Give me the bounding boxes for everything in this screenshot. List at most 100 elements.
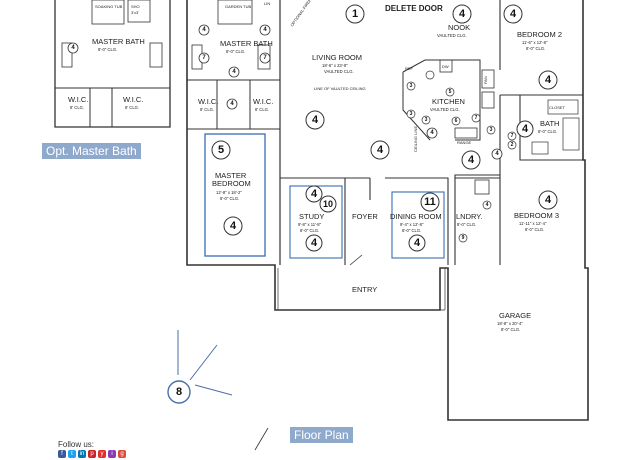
small-marker[interactable]: 4: [491, 148, 503, 160]
house-outline: [186, 0, 589, 421]
delete-door-label: DELETE DOOR: [385, 4, 443, 13]
living-room-label: LIVING ROOM: [312, 53, 362, 62]
small-marker[interactable]: 4: [226, 98, 238, 110]
dishwasher: [439, 59, 453, 73]
marker[interactable]: 4: [223, 216, 243, 236]
east-bedroom-walls: [454, 0, 583, 265]
googleplus-icon[interactable]: g: [118, 450, 126, 458]
small-marker[interactable]: 7: [198, 52, 210, 64]
ceiling-line-label: CEILING LINE: [413, 126, 418, 152]
pantry: [481, 69, 495, 89]
laundry-label: LNDRY.: [456, 212, 482, 221]
marker[interactable]: 4: [305, 234, 323, 252]
small-marker[interactable]: 3: [406, 109, 416, 119]
marker[interactable]: 4: [461, 150, 481, 170]
facebook-icon[interactable]: f: [58, 450, 66, 458]
svg-text:4: 4: [430, 130, 434, 136]
small-marker[interactable]: 3: [421, 115, 431, 125]
svg-text:3: 3: [490, 127, 493, 133]
marker[interactable]: 4: [408, 234, 426, 252]
kitchen-counters: [402, 59, 481, 141]
svg-text:3: 3: [410, 111, 413, 117]
marker[interactable]: 4: [538, 70, 558, 90]
svg-text:3: 3: [425, 117, 428, 123]
marker[interactable]: 10: [319, 195, 337, 213]
small-marker[interactable]: 4: [198, 24, 210, 36]
master-bath-dim: 8'-0" CLG.: [226, 49, 245, 54]
closet-label: CLOSET: [549, 105, 566, 110]
marker[interactable]: 1: [345, 4, 365, 24]
svg-text:4: 4: [522, 123, 529, 135]
youtube-icon[interactable]: y: [98, 450, 106, 458]
small-marker[interactable]: 6: [451, 116, 461, 126]
master-bedroom-dim1: 12'-8" x 18'-2": [216, 190, 242, 195]
study-label: STUDY: [299, 212, 324, 221]
bath-label: BATH: [540, 119, 559, 128]
marker[interactable]: 11: [420, 192, 440, 212]
twitter-icon[interactable]: t: [68, 450, 76, 458]
marker[interactable]: 4: [538, 190, 558, 210]
marker[interactable]: 4: [452, 4, 472, 24]
svg-text:4: 4: [311, 237, 318, 249]
small-marker[interactable]: 4: [259, 24, 271, 36]
nook-dim: VAULTED CLG.: [437, 33, 467, 38]
instagram-icon[interactable]: i: [108, 450, 116, 458]
svg-text:4: 4: [377, 144, 384, 156]
small-marker[interactable]: 4: [228, 66, 240, 78]
study-dim1: 9'-8" x 11'-8": [298, 222, 322, 227]
dining-room-dim2: 8'-0" CLG.: [402, 228, 421, 233]
svg-text:4: 4: [202, 27, 206, 33]
small-marker[interactable]: 3: [406, 81, 416, 91]
foyer-label: FOYER: [352, 212, 378, 221]
wic-c-dim: 8' CLG.: [200, 107, 214, 112]
small-marker[interactable]: 4: [426, 127, 438, 139]
ref-label: REF: [405, 66, 414, 71]
kitchen-dim: VAULTED CLG.: [430, 107, 460, 112]
marker[interactable]: 4: [503, 4, 523, 24]
svg-text:4: 4: [232, 69, 236, 75]
small-marker[interactable]: 5: [445, 87, 455, 97]
marker[interactable]: 4: [516, 120, 534, 138]
small-marker[interactable]: 7: [471, 113, 481, 123]
front-rooms-walls: [280, 177, 449, 265]
pinterest-icon[interactable]: p: [88, 450, 96, 458]
small-marker[interactable]: 7: [507, 131, 517, 141]
svg-text:5: 5: [218, 144, 224, 156]
marker[interactable]: 4: [305, 185, 323, 203]
bedroom2-label: BEDROOM 2: [517, 30, 562, 39]
opt-soaking-tub: [91, 0, 125, 25]
linkedin-icon[interactable]: in: [78, 450, 86, 458]
opt-soaking-tub-label: SOAKING TUB: [95, 4, 123, 9]
svg-text:4: 4: [263, 27, 267, 33]
small-marker[interactable]: 4: [67, 42, 79, 54]
small-marker[interactable]: 9: [458, 233, 468, 243]
svg-text:9: 9: [462, 235, 465, 241]
opt-vanity-left: [61, 42, 73, 68]
small-marker[interactable]: 2: [507, 140, 517, 150]
garage-dim2: 8'-0" CLG.: [501, 327, 520, 332]
svg-text:4: 4: [510, 8, 517, 20]
master-bedroom-dim2: 8'-0" CLG.: [220, 196, 239, 201]
marker[interactable]: 4: [370, 140, 390, 160]
small-marker[interactable]: 4: [482, 200, 492, 210]
range: [454, 127, 478, 139]
small-marker[interactable]: 3: [486, 125, 496, 135]
svg-text:4: 4: [468, 154, 475, 166]
refrigerator: [481, 91, 495, 109]
marker[interactable]: 8: [167, 380, 191, 404]
svg-text:4: 4: [459, 8, 466, 20]
entry-door-swing: [349, 254, 363, 266]
laundry-dim: 8'-0" CLG.: [457, 222, 476, 227]
svg-text:7: 7: [511, 133, 514, 139]
small-marker[interactable]: 7: [259, 52, 271, 64]
master-bedroom-label2: BEDROOM: [212, 179, 251, 188]
nook-label: NOOK: [448, 23, 470, 32]
bath-vanity: [531, 141, 549, 155]
opt-bath-walls: [55, 87, 170, 127]
marker[interactable]: 5: [211, 140, 231, 160]
master-bedroom-label1: MASTER: [215, 171, 247, 180]
svg-text:4: 4: [312, 114, 319, 126]
marker[interactable]: 4: [305, 110, 325, 130]
